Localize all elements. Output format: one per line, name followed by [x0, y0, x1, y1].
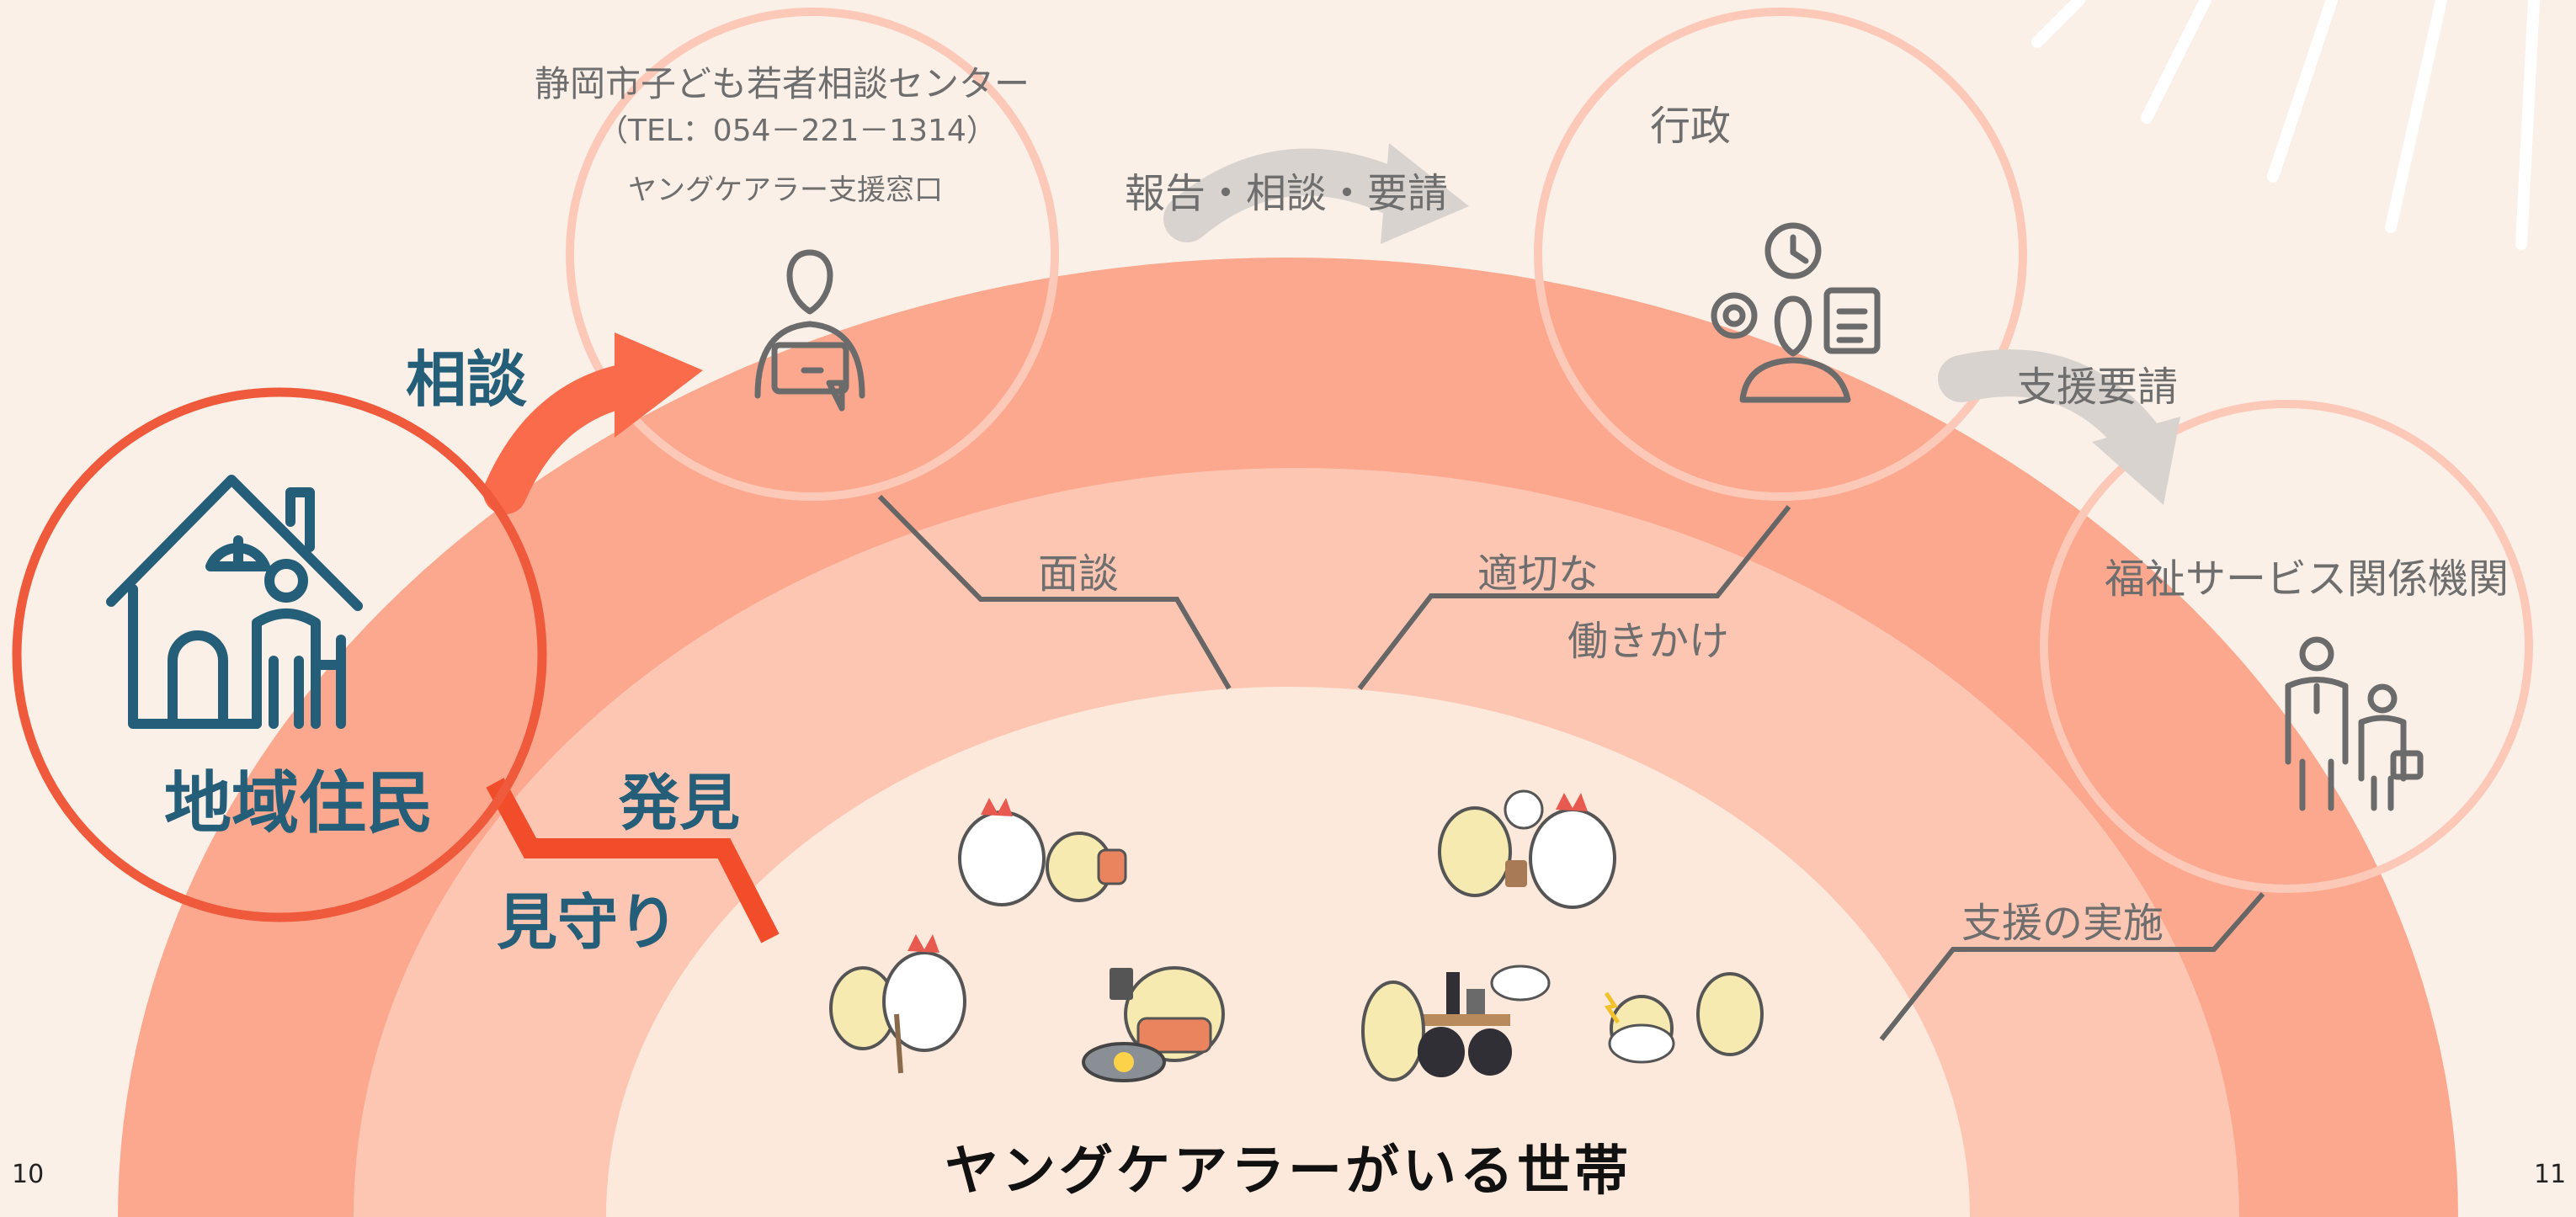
report-arrow-icon — [1163, 143, 1469, 244]
family-illustration-group — [829, 789, 1764, 1082]
chick-illustration — [958, 798, 1127, 906]
consult-arrow-icon — [483, 332, 703, 514]
inner-area — [606, 687, 1970, 1217]
watch-connector — [486, 778, 780, 943]
chick-illustration — [829, 934, 966, 1074]
household-title: ヤングケアラーがいる世帯 — [945, 1140, 1631, 1203]
support-request-arrow-icon — [1938, 349, 2180, 505]
discover-label: 発見 — [619, 768, 741, 838]
administration-icon — [1711, 222, 1881, 403]
consult-center-circle — [566, 8, 1059, 501]
page-number-right: 11 — [2534, 1160, 2567, 1189]
welfare-label: 福祉サービス関係機関 — [2105, 555, 2509, 603]
resident-circle — [12, 387, 547, 922]
chick-illustration — [1438, 789, 1616, 909]
interview-label: 面談 — [1038, 550, 1120, 598]
counselor-icon — [754, 249, 865, 412]
admin-label: 行政 — [1650, 103, 1732, 150]
house-person-icon — [106, 475, 363, 729]
implementation-connector — [1879, 892, 2265, 1041]
welfare-people-icon — [2285, 636, 2424, 811]
chick-illustration — [1361, 965, 1551, 1081]
consult-center-tel: （TEL：054－221－1314） — [598, 114, 997, 148]
approach-label-line2: 働きかけ — [1567, 618, 1730, 665]
admin-circle — [1534, 8, 2027, 501]
watch-label: 見守り — [497, 887, 679, 958]
approach-label-line1: 適切な — [1477, 550, 1599, 598]
chick-illustration — [1082, 966, 1225, 1082]
chick-illustration — [1604, 972, 1764, 1064]
consult-label: 相談 — [406, 344, 528, 415]
support-request-label: 支援要請 — [2016, 364, 2179, 411]
implementation-label: 支援の実施 — [1961, 900, 2164, 947]
consult-center-name: 静岡市子ども若者相談センター — [535, 63, 1030, 104]
approach-connector — [1357, 505, 1791, 690]
residents-label: 地域住民 — [164, 764, 434, 842]
report-label: 報告・相談・要請 — [1125, 170, 1449, 217]
interview-connector — [877, 494, 1232, 690]
page-number-left: 10 — [12, 1160, 45, 1189]
sun-rays-decoration — [2031, 0, 2540, 250]
consult-center-window: ヤングケアラー支援窓口 — [628, 173, 943, 207]
welfare-circle — [2040, 400, 2533, 893]
